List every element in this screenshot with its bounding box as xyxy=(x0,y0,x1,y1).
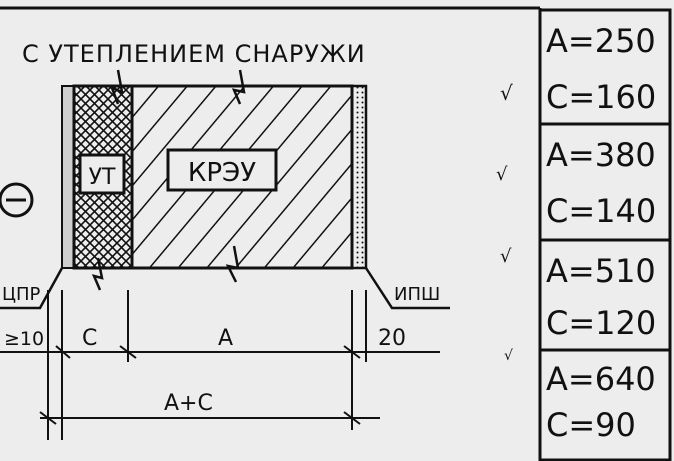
bottom-leaders xyxy=(91,245,240,291)
dimension-c-label: С xyxy=(82,326,97,351)
diagram-title: С УТЕПЛЕНИЕМ СНАРУЖИ xyxy=(22,40,366,68)
insulation-label: УТ xyxy=(89,165,116,190)
insulation-label-box: УТ xyxy=(78,153,126,195)
side-lines xyxy=(0,267,450,310)
min-offset-label: ≥10 xyxy=(4,328,44,350)
table-a-value: А=510 xyxy=(546,252,656,290)
plaster-layer-outer xyxy=(350,84,368,270)
table-c-value: С=120 xyxy=(546,304,656,342)
tick-mark: √ xyxy=(496,164,508,185)
tick-mark: √ xyxy=(500,246,512,267)
minus-symbol xyxy=(0,182,34,218)
dimension-a-label: А xyxy=(218,326,233,351)
main-label-box: КРЭУ xyxy=(166,148,278,192)
right-side-label: ИПШ xyxy=(394,284,440,305)
table-a-value: А=640 xyxy=(546,360,656,398)
table-c-value: С=160 xyxy=(546,78,656,116)
tick-marks: √ √ √ √ xyxy=(496,81,513,364)
table-c-value: С=140 xyxy=(546,192,656,230)
main-layer-label: КРЭУ xyxy=(188,158,256,188)
tick-mark: √ xyxy=(500,81,513,105)
plaster-layer-inner xyxy=(61,85,75,269)
dimension-lines xyxy=(0,290,440,440)
table-a-value: А=380 xyxy=(546,136,656,174)
dimension-twenty-label: 20 xyxy=(378,326,406,351)
dimension-table: А=250 С=160 А=380 С=140 А=510 С=120 А=64… xyxy=(538,8,672,461)
dimension-total-label: А+С xyxy=(164,391,213,416)
tick-mark: √ xyxy=(504,348,513,364)
table-c-value: С=90 xyxy=(546,406,636,444)
table-a-value: А=250 xyxy=(546,22,656,60)
left-side-label: ЦПР xyxy=(2,284,41,305)
